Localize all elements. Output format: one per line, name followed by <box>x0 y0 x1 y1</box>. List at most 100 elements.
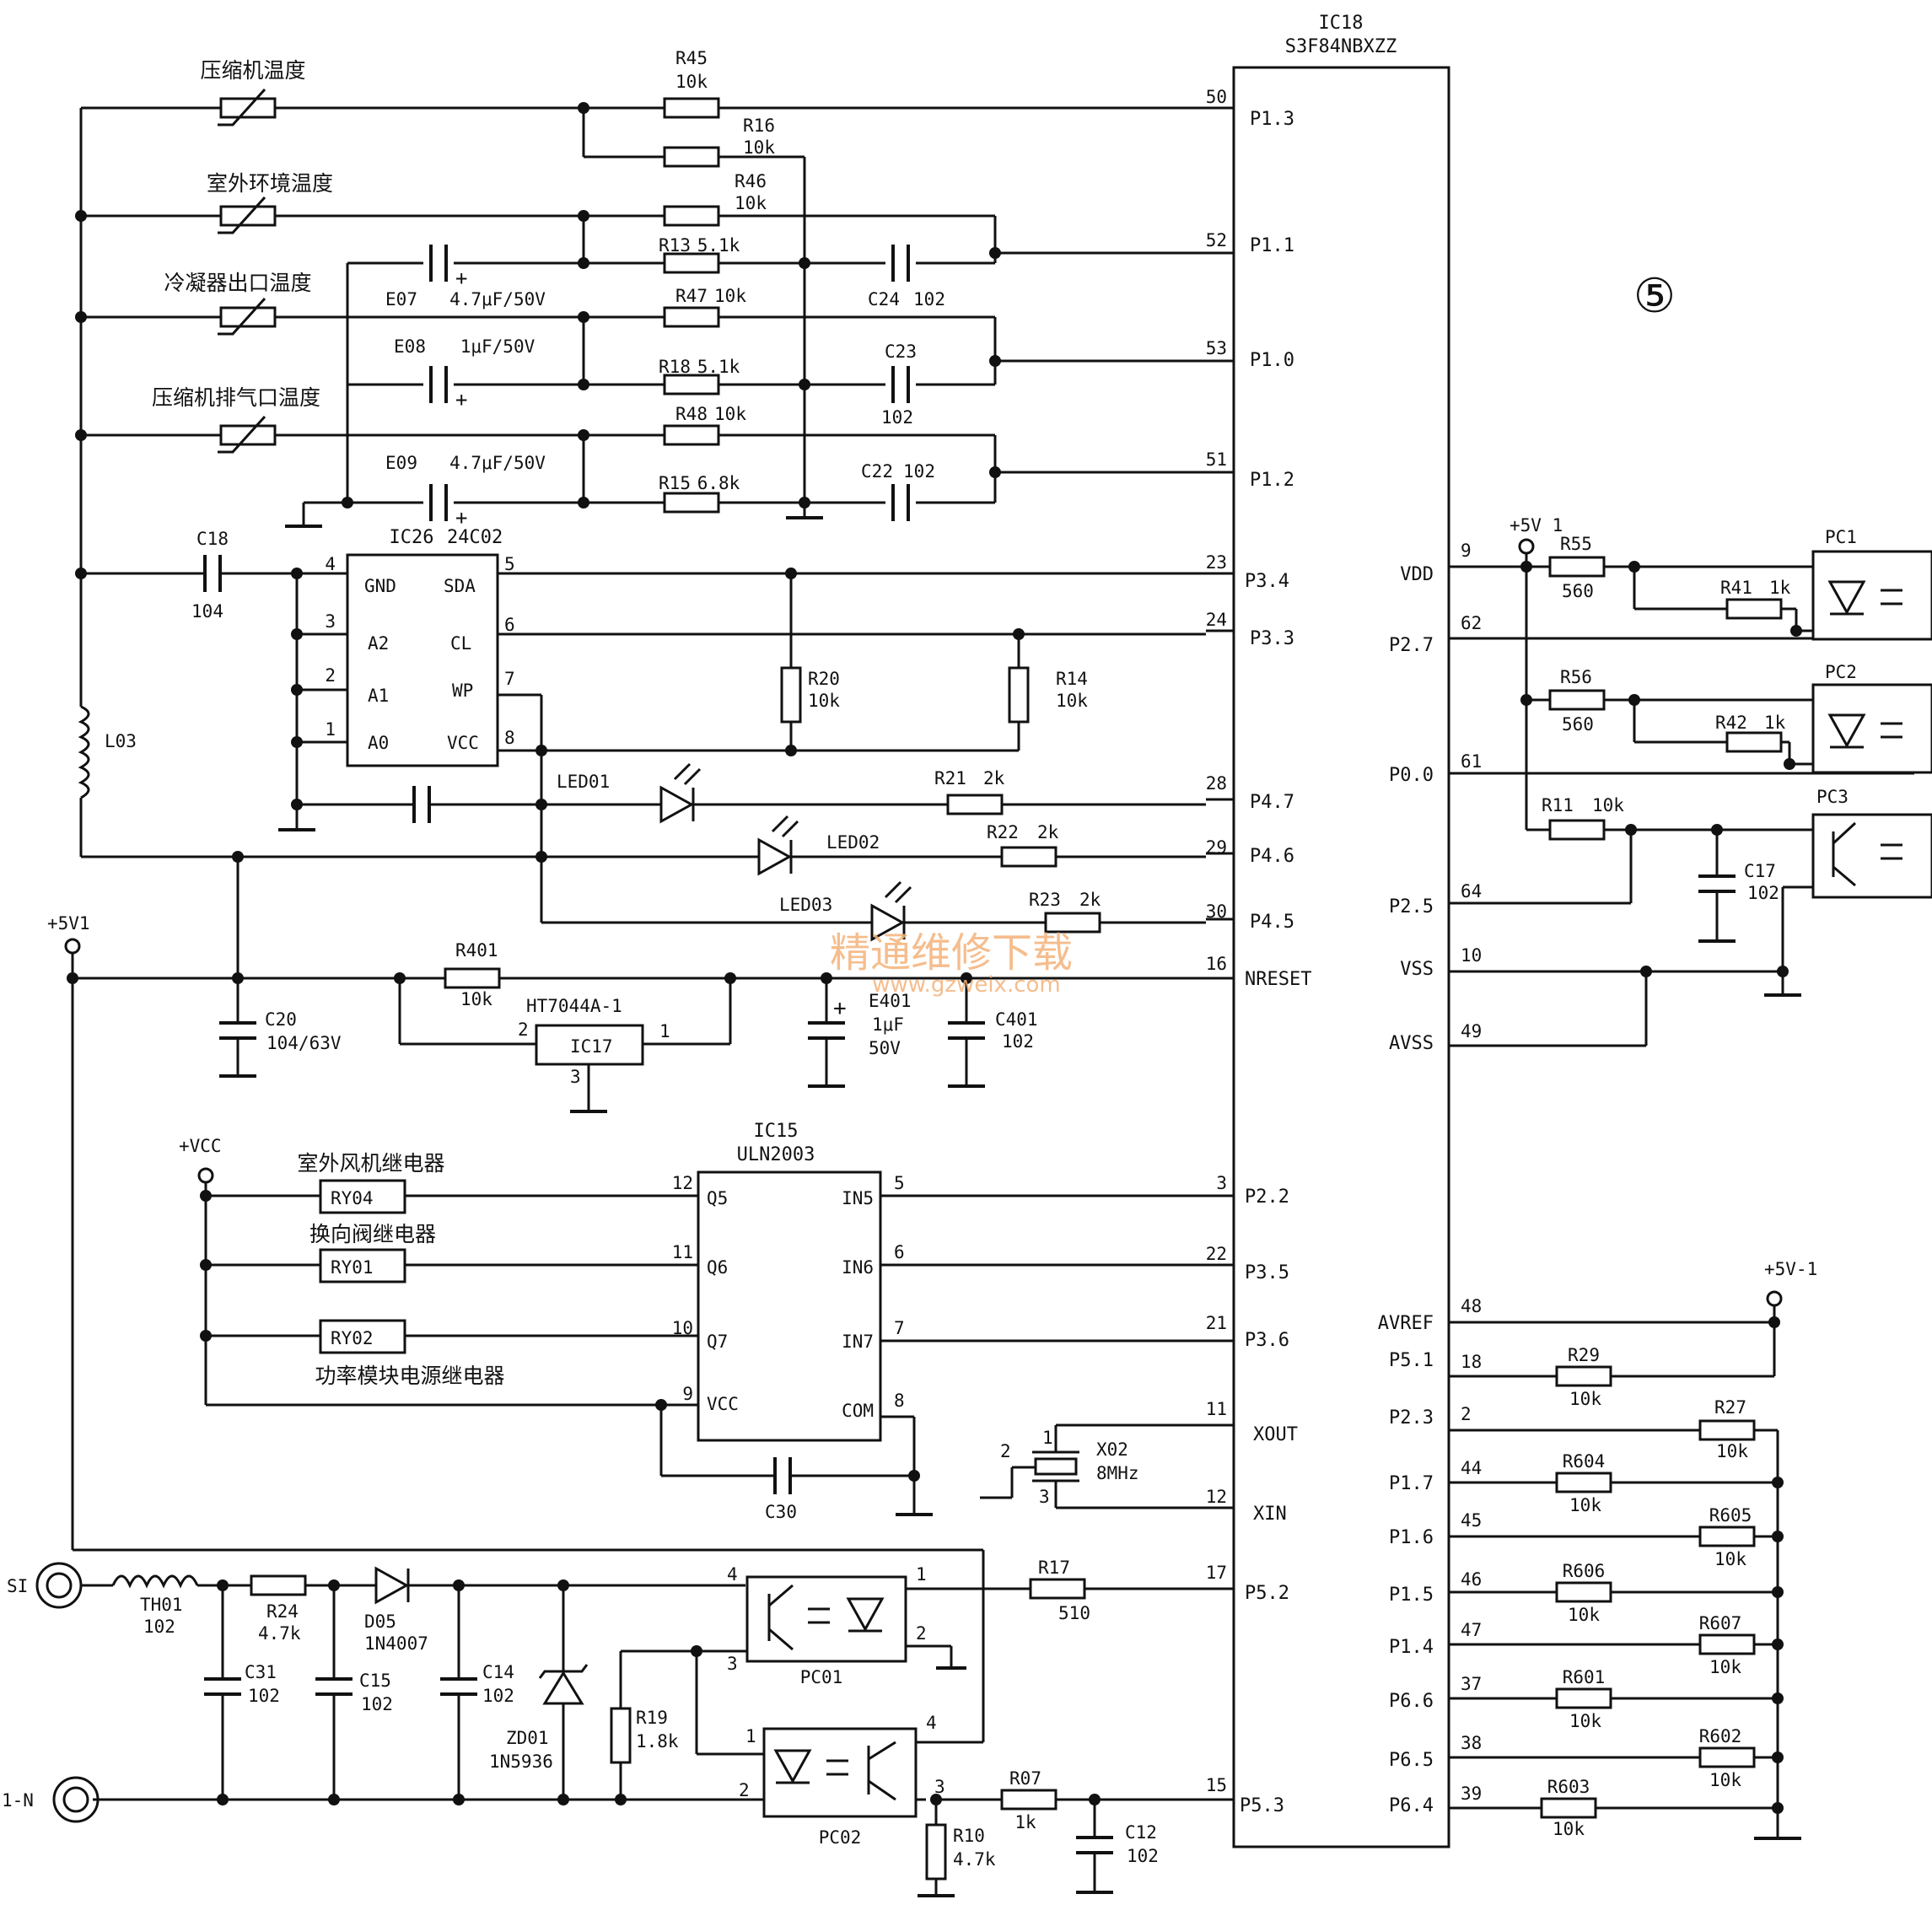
svg-text:560: 560 <box>1562 581 1594 601</box>
svg-text:P5.2: P5.2 <box>1245 1583 1289 1604</box>
svg-text:P2.2: P2.2 <box>1245 1186 1289 1208</box>
svg-text:2: 2 <box>916 1623 927 1644</box>
svg-text:P0.0: P0.0 <box>1389 765 1434 786</box>
svg-text:510: 510 <box>1058 1603 1090 1623</box>
svg-text:6: 6 <box>894 1242 905 1262</box>
svg-text:24C02: 24C02 <box>447 527 503 548</box>
svg-text:104/63V: 104/63V <box>266 1033 342 1053</box>
svg-text:P6.4: P6.4 <box>1389 1795 1434 1816</box>
svg-text:R24: R24 <box>266 1601 299 1622</box>
svg-text:LED02: LED02 <box>826 832 880 853</box>
relays: +VCC RY04 室外风机继电器 RY01 换向阀继电器 RY02 功率模块电… <box>179 1136 698 1407</box>
svg-text:1k: 1k <box>1769 578 1791 598</box>
svg-text:64: 64 <box>1461 881 1482 901</box>
svg-text:C31: C31 <box>245 1662 277 1682</box>
svg-text:R55: R55 <box>1560 534 1592 554</box>
svg-text:P1.2: P1.2 <box>1250 470 1294 491</box>
svg-text:COM: COM <box>842 1401 874 1421</box>
svg-text:E09: E09 <box>385 453 417 473</box>
svg-text:P1.6: P1.6 <box>1389 1527 1434 1548</box>
svg-text:1-N: 1-N <box>2 1790 34 1811</box>
opto-pc01: PC01 4 1 2 3 <box>727 1564 927 1687</box>
svg-text:3: 3 <box>325 611 336 632</box>
svg-text:102: 102 <box>248 1686 280 1706</box>
svg-text:+: + <box>455 266 467 290</box>
svg-text:R07: R07 <box>1009 1768 1041 1789</box>
svg-text:17: 17 <box>1206 1563 1227 1583</box>
opto-section: +5V 1 R55 560 R41 1k PC1 R56 560 <box>1474 515 1932 1047</box>
opto-pc3: PC3 <box>1811 787 1932 899</box>
reset-circuit: +5V1 R401 10k C20 104/63V IC17 HT7044A-1… <box>47 857 1206 1550</box>
svg-text:C23: C23 <box>885 342 917 362</box>
svg-text:7: 7 <box>504 669 515 689</box>
svg-text:102: 102 <box>361 1694 393 1714</box>
svg-text:P3.5: P3.5 <box>1245 1262 1289 1283</box>
svg-text:8: 8 <box>504 728 515 748</box>
svg-text:7: 7 <box>894 1318 905 1338</box>
ic18-pin-p25: P2.5 64 <box>1389 881 1482 917</box>
svg-text:3: 3 <box>934 1777 945 1797</box>
svg-text:R20: R20 <box>808 669 840 689</box>
svg-text:WP: WP <box>452 681 473 701</box>
svg-text:4.7μF/50V: 4.7μF/50V <box>449 453 546 473</box>
svg-text:C401: C401 <box>995 1009 1038 1030</box>
svg-text:R603: R603 <box>1547 1777 1590 1797</box>
svg-text:9: 9 <box>1461 541 1472 561</box>
ic18-part: S3F84NBXZZ <box>1285 36 1397 57</box>
svg-text:R606: R606 <box>1563 1561 1606 1581</box>
crystal-x02: X02 8MHz 1 2 3 <box>980 1423 1206 1509</box>
svg-text:P5.1: P5.1 <box>1389 1350 1434 1371</box>
svg-text:压缩机温度: 压缩机温度 <box>200 58 305 83</box>
ic18-mcu: IC18 S3F84NBXZZ <box>1232 13 1450 1848</box>
svg-text:22: 22 <box>1206 1244 1227 1264</box>
svg-text:LED01: LED01 <box>557 772 610 792</box>
svg-text:30: 30 <box>1206 901 1227 922</box>
ic18-pin-p16: P1.645 <box>1389 1510 1482 1548</box>
svg-text:精通维修下载: 精通维修下载 <box>830 929 1073 977</box>
svg-text:R21: R21 <box>934 768 966 788</box>
svg-text:2k: 2k <box>1037 822 1059 842</box>
svg-text:10k: 10k <box>1056 691 1088 711</box>
svg-text:+: + <box>455 506 467 530</box>
svg-text:9: 9 <box>682 1384 693 1404</box>
svg-text:1μF/50V: 1μF/50V <box>460 336 535 357</box>
svg-text:GND: GND <box>364 576 396 596</box>
svg-text:室外风机继电器: 室外风机继电器 <box>297 1151 444 1176</box>
svg-text:P2.5: P2.5 <box>1389 896 1434 917</box>
svg-text:D05: D05 <box>364 1612 396 1632</box>
svg-text:50: 50 <box>1206 87 1227 107</box>
svg-text:C18: C18 <box>196 529 229 549</box>
svg-text:2: 2 <box>1461 1404 1472 1424</box>
svg-text:10k: 10k <box>808 691 840 711</box>
svg-text:E401: E401 <box>869 991 912 1011</box>
svg-text:12: 12 <box>1206 1487 1227 1507</box>
svg-text:1: 1 <box>659 1021 670 1041</box>
svg-text:3: 3 <box>570 1067 581 1087</box>
svg-text:IN6: IN6 <box>842 1257 874 1278</box>
svg-text:102: 102 <box>482 1686 514 1706</box>
svg-text:3: 3 <box>1216 1173 1227 1193</box>
inductor-l03: L03 <box>78 705 541 863</box>
svg-text:6: 6 <box>504 615 515 635</box>
svg-text:R48: R48 <box>675 404 708 424</box>
svg-text:R16: R16 <box>743 116 775 136</box>
svg-text:102: 102 <box>913 289 945 309</box>
svg-text:1μF: 1μF <box>872 1014 904 1035</box>
svg-text:VSS: VSS <box>1400 959 1434 980</box>
svg-text:P1.5: P1.5 <box>1389 1585 1434 1606</box>
svg-text:L03: L03 <box>105 731 137 751</box>
svg-text:4.7k: 4.7k <box>258 1623 301 1644</box>
svg-text:+VCC: +VCC <box>179 1136 222 1156</box>
svg-text:16: 16 <box>1206 954 1227 974</box>
svg-text:E07: E07 <box>385 289 417 309</box>
svg-text:R601: R601 <box>1563 1667 1606 1687</box>
svg-text:PC1: PC1 <box>1825 527 1857 547</box>
